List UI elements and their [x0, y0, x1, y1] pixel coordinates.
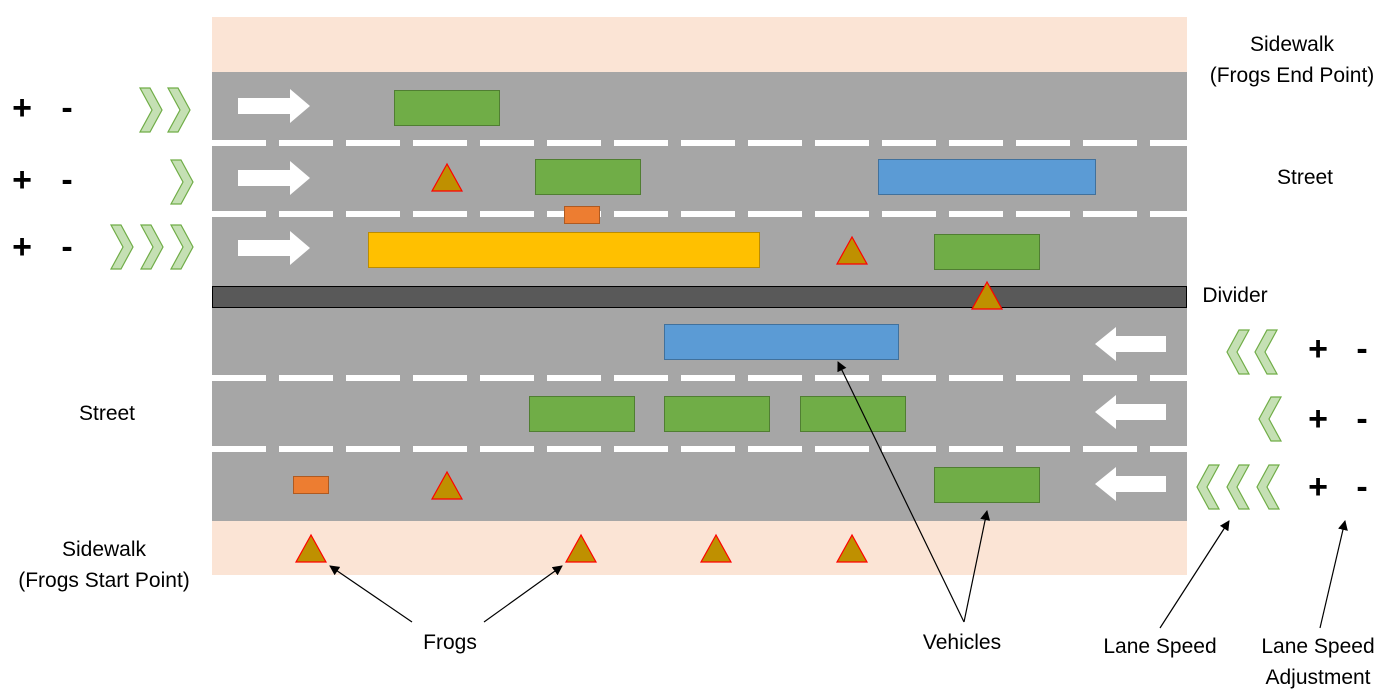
vehicle-truck [878, 159, 1096, 195]
speed-minus-button-lane-6[interactable]: - [1356, 468, 1368, 506]
frog-icon [430, 470, 464, 500]
lane-marking [212, 446, 1187, 452]
vehicles-label: Vehicles [922, 631, 1002, 654]
vehicle-car [664, 396, 770, 432]
chevron-icon [1254, 329, 1279, 375]
vehicle-car [535, 159, 641, 195]
vehicle-car [800, 396, 906, 432]
chevron-icon [1196, 464, 1221, 510]
arrow-icon [238, 161, 310, 195]
vehicle-bike [293, 476, 329, 494]
callout-line [963, 510, 991, 623]
lane-marking [212, 140, 1187, 146]
chevron-icon [1258, 396, 1283, 442]
lane-marking [212, 211, 1187, 217]
street-bottom-label: Street [78, 402, 136, 425]
speed-plus-button-lane-4[interactable]: + [1308, 330, 1328, 368]
callout-line [1159, 520, 1230, 629]
speed-plus-button-lane-3[interactable]: + [12, 228, 32, 266]
chevron-icon [138, 87, 163, 133]
vehicle-bike [564, 206, 600, 224]
lane-speed-adjustment-label: Lane Speed Adjustment [1261, 635, 1375, 689]
chevron-icon [169, 159, 194, 205]
callout-line [1319, 520, 1348, 629]
chevron-icon [169, 224, 194, 270]
lane-speed-label: Lane Speed [1103, 635, 1217, 658]
arrow-icon [238, 231, 310, 265]
speed-minus-button-lane-4[interactable]: - [1356, 330, 1368, 368]
callout-line [483, 565, 563, 623]
speed-plus-button-lane-6[interactable]: + [1308, 468, 1328, 506]
speed-minus-button-lane-3[interactable]: - [61, 228, 73, 266]
speed-minus-button-lane-1[interactable]: - [61, 89, 73, 127]
chevron-icon [1226, 329, 1251, 375]
arrow-icon [1095, 327, 1166, 361]
speed-minus-button-lane-2[interactable]: - [61, 161, 73, 199]
callout-line [329, 565, 413, 623]
frogs-label: Frogs [423, 631, 477, 654]
vehicle-truck [664, 324, 899, 360]
chevron-icon [166, 87, 191, 133]
sidewalk-top-label: Sidewalk (Frogs End Point) [1209, 33, 1375, 87]
chevron-icon [109, 224, 134, 270]
arrow-icon [1095, 467, 1166, 501]
divider [212, 286, 1187, 308]
frog-icon [699, 533, 733, 563]
callout-line [837, 361, 965, 623]
divider-label: Divider [1202, 284, 1268, 307]
vehicle-car [934, 234, 1040, 270]
vehicle-car [934, 467, 1040, 503]
vehicle-car [394, 90, 500, 126]
frog-icon [564, 533, 598, 563]
frog-icon [294, 533, 328, 563]
lane-marking [212, 375, 1187, 381]
sidewalk-bottom [212, 521, 1187, 575]
speed-plus-button-lane-2[interactable]: + [12, 161, 32, 199]
speed-plus-button-lane-1[interactable]: + [12, 89, 32, 127]
vehicle-bus [368, 232, 760, 268]
speed-plus-button-lane-5[interactable]: + [1308, 400, 1328, 438]
frog-icon [430, 162, 464, 192]
arrow-icon [1095, 395, 1166, 429]
chevron-icon [139, 224, 164, 270]
vehicle-car [529, 396, 635, 432]
street-top-label: Street [1276, 166, 1334, 189]
chevron-icon [1226, 464, 1251, 510]
frog-icon [835, 533, 869, 563]
sidewalk-top [212, 17, 1187, 72]
frog-icon [970, 280, 1004, 310]
speed-minus-button-lane-5[interactable]: - [1356, 400, 1368, 438]
arrow-icon [238, 89, 310, 123]
sidewalk-bottom-label: Sidewalk (Frogs Start Point) [18, 538, 190, 592]
frog-icon [835, 235, 869, 265]
chevron-icon [1256, 464, 1281, 510]
